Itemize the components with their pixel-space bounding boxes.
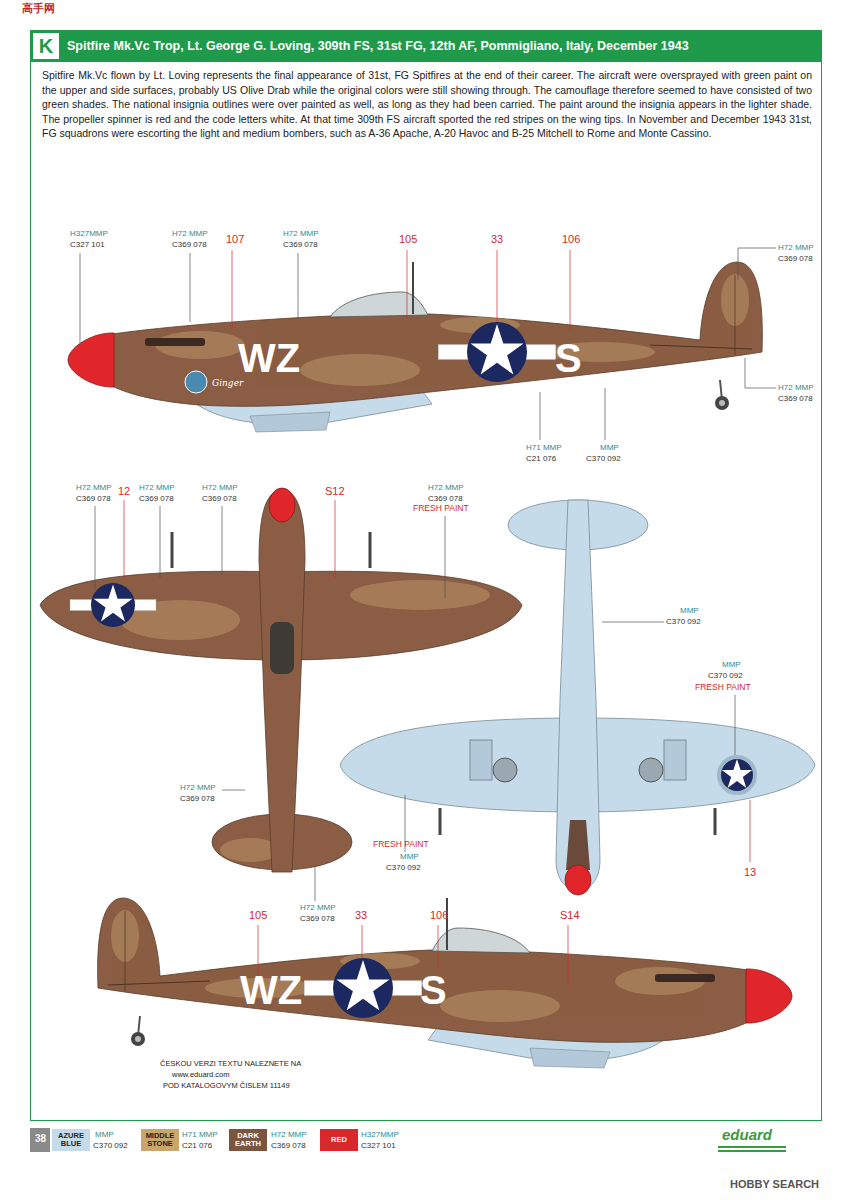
paint-code: C369 078 [271,1141,306,1150]
paint-code: H72 MMP [271,1130,307,1139]
paint-code: MMP [600,443,619,452]
paint-code: MMP [680,606,699,615]
paint-code: C327 101 [361,1141,396,1150]
paint-code: C369 078 [202,494,237,503]
callout-number: 105 [399,233,417,246]
callout-number: 13 [744,866,756,879]
paint-code: C370 092 [666,617,701,626]
code-letters: WZ [238,338,300,378]
callout-number: 105 [249,909,267,922]
paint-code: H72 MMP [283,229,319,238]
callout-number: 107 [226,233,244,246]
paint-code: C369 078 [172,240,207,249]
code-letters: S [420,970,447,1010]
legend-text: DARK EARTH [229,1132,267,1148]
paint-code: H327MMP [70,229,108,238]
watermark: HOBBY SEARCH [730,1178,819,1191]
paint-code: MMP [95,1130,114,1139]
legend-text: MIDDLE STONE [141,1132,179,1148]
paint-code: H71 MMP [526,443,562,452]
paint-code: C21 076 [182,1141,212,1150]
legend-text: AZURE BLUE [52,1132,90,1148]
paint-code: H72 MMP [172,229,208,238]
paint-code: H72 MMP [778,383,814,392]
paint-code: C369 078 [300,914,335,923]
paint-code: C370 092 [386,863,421,872]
paint-note: FRESH PAINT [373,840,429,850]
profile-letter: K [33,33,59,59]
paint-code: MMP [722,660,741,669]
paint-code: C369 078 [778,394,813,403]
callout-number: 12 [118,485,130,498]
callout-number: 106 [430,909,448,922]
note-text: ČESKOU VERZI TEXTU NALEZNETE NA [160,1060,301,1069]
paint-code: MMP [400,852,419,861]
paint-code: C370 092 [93,1141,128,1150]
paint-code: C369 078 [283,240,318,249]
nose-art: Ginger [212,378,243,388]
code-letters: WZ [240,970,302,1010]
paint-note: FRESH PAINT [695,683,751,693]
callout-number: S14 [560,909,580,922]
callout-number: 33 [355,909,367,922]
watermark: 高手网 [22,2,55,15]
note-text: POD KATALOGOVYM ČISLEM 11149 [163,1082,290,1091]
paint-code: H72 MMP [202,483,238,492]
paint-code: H72 MMP [428,483,464,492]
title-band: K Spitfire Mk.Vc Trop, Lt. George G. Lovi… [30,30,822,62]
callout-number: 106 [562,233,580,246]
paint-code: C369 078 [76,494,111,503]
paint-code: H72 MMP [300,903,336,912]
paint-code: C370 092 [586,454,621,463]
legend-swatch: RED [320,1129,358,1151]
legend-swatch: AZURE BLUE [52,1129,90,1151]
callout-number: S12 [325,485,345,498]
paint-code: H72 MMP [76,483,112,492]
paint-code: H72 MMP [139,483,175,492]
legend-text: RED [331,1136,347,1144]
paint-code: C369 078 [428,494,463,503]
paint-code: C369 078 [139,494,174,503]
paint-code: H327MMP [361,1130,399,1139]
paint-code: H72 MMP [180,783,216,792]
paint-note: FRESH PAINT [413,504,469,514]
paint-code: C369 078 [778,254,813,263]
note-text: www.eduard.com [172,1071,230,1080]
caption-text: Spitfire Mk.Vc flown by Lt. Loving repre… [42,68,812,141]
paint-code: C21 076 [526,454,556,463]
paint-code: H71 MMP [182,1130,218,1139]
title-text: Spitfire Mk.Vc Trop, Lt. George G. Lovin… [67,39,689,53]
brand-logo: eduard [722,1126,772,1143]
page-number: 38 [35,1133,46,1145]
paint-code: C327 101 [70,240,105,249]
legend-swatch: DARK EARTH [229,1129,267,1151]
legend-swatch: MIDDLE STONE [141,1129,179,1151]
callout-number: 33 [491,233,503,246]
paint-code: C370 092 [708,671,743,680]
paint-code: H72 MMP [778,243,814,252]
code-letters: S [555,338,582,378]
paint-code: C369 078 [180,794,215,803]
